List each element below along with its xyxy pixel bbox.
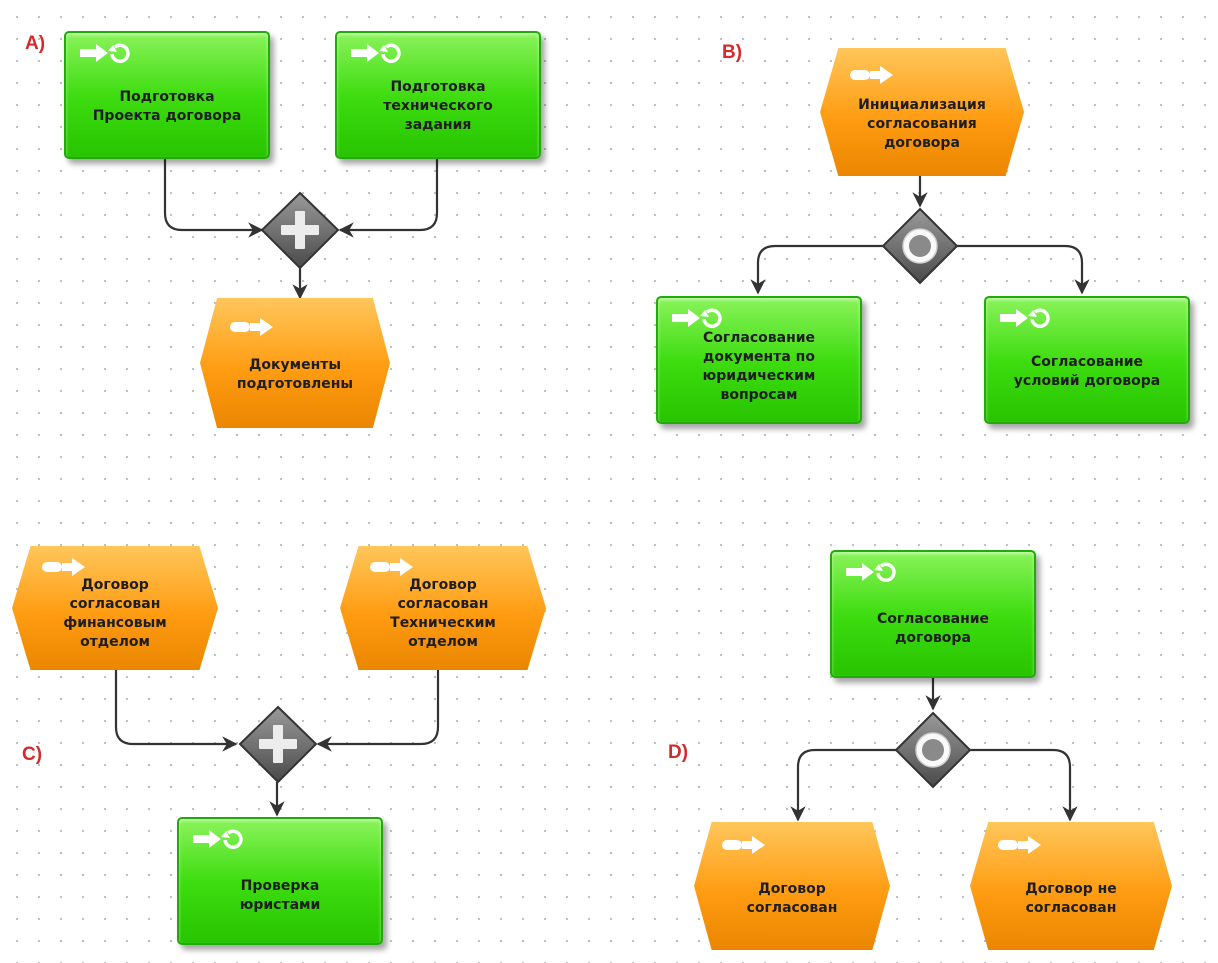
connector	[338, 157, 439, 238]
xor-gateway-icon[interactable]	[893, 710, 973, 790]
event-node-init-approval[interactable]: Инициализация согласования договора	[820, 48, 1024, 176]
connector	[969, 748, 1078, 822]
function-node-legal-approval[interactable]: Согласование документа по юридическим во…	[656, 296, 862, 424]
event-node-finance-approved[interactable]: Договор согласован финансовым отделом	[12, 546, 218, 670]
event-icon	[42, 558, 85, 576]
event-icon	[850, 66, 893, 84]
function-icon	[193, 829, 243, 850]
function-node-project-prep[interactable]: Подготовка Проекта договора	[64, 31, 270, 159]
section-label-a: A)	[25, 33, 46, 54]
event-node-tech-approved[interactable]: Договор согласован Техническим отделом	[340, 546, 546, 670]
node-text: Договор согласован Техническим отделом	[390, 577, 496, 650]
section-label-c: C)	[22, 744, 43, 765]
section-label-b: B)	[722, 42, 743, 63]
node-text: Документы подготовлены	[236, 357, 354, 392]
node-text: Согласование документа по юридическим во…	[702, 330, 816, 403]
connector	[316, 668, 440, 752]
and-gateway-icon[interactable]	[236, 704, 320, 786]
node-text: Договор согласован	[746, 881, 838, 916]
connector	[956, 244, 1090, 295]
function-node-contract-approval[interactable]: Согласование договора	[830, 550, 1036, 678]
event-node-docs-ready[interactable]: Документы подготовлены	[200, 298, 390, 428]
event-icon	[722, 836, 765, 854]
node-text: Договор не согласован	[1025, 881, 1117, 916]
connector	[750, 244, 884, 295]
and-gateway-icon[interactable]	[258, 190, 342, 272]
function-node-terms-approval[interactable]: Согласование условий договора	[984, 296, 1190, 424]
node-text: Договор согласован финансовым отделом	[63, 577, 167, 650]
connector	[790, 748, 897, 822]
event-icon	[370, 558, 413, 576]
node-text: Согласование условий договора	[1013, 354, 1161, 389]
node-text: Подготовка технического задания	[383, 79, 493, 133]
function-node-tech-spec[interactable]: Подготовка технического задания	[335, 31, 541, 159]
function-node-lawyer-check[interactable]: Проверка юристами	[177, 817, 383, 945]
xor-gateway-icon[interactable]	[880, 206, 960, 286]
section-label-d: D)	[668, 742, 689, 763]
event-icon	[998, 836, 1041, 854]
event-node-contract-not-approved[interactable]: Договор не согласован	[970, 822, 1172, 950]
connector	[114, 668, 238, 752]
function-icon	[672, 308, 722, 329]
node-text: Подготовка Проекта договора	[92, 89, 242, 124]
connector	[163, 157, 264, 238]
node-text: Проверка юристами	[239, 878, 321, 913]
function-icon	[1000, 308, 1050, 329]
event-icon	[230, 318, 273, 336]
function-icon	[351, 43, 401, 64]
event-node-contract-approved[interactable]: Договор согласован	[694, 822, 890, 950]
function-icon	[846, 562, 896, 583]
node-text: Инициализация согласования договора	[858, 97, 986, 151]
function-icon	[80, 43, 130, 64]
node-text: Согласование договора	[876, 611, 990, 646]
